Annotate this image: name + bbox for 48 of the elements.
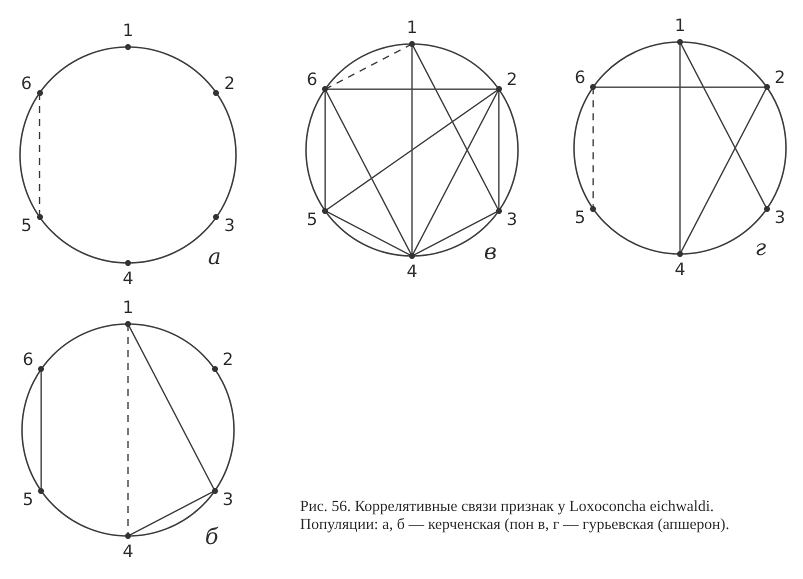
chord-line bbox=[411, 44, 500, 212]
chord-line bbox=[324, 88, 413, 256]
point-number: 5 bbox=[20, 217, 33, 236]
point-number: 4 bbox=[406, 263, 418, 281]
point-number: 6 bbox=[22, 351, 34, 370]
chord-line bbox=[679, 42, 681, 254]
panel-letter: б bbox=[205, 525, 218, 550]
dashed-chord bbox=[127, 324, 129, 536]
point-number: 3 bbox=[222, 490, 234, 509]
chord-line bbox=[593, 86, 767, 88]
point-number: 1 bbox=[674, 17, 686, 35]
chord-line bbox=[324, 89, 326, 211]
chord-line bbox=[40, 369, 42, 491]
chord-line bbox=[324, 88, 500, 212]
point-number: 1 bbox=[122, 22, 134, 40]
point-number: 4 bbox=[674, 261, 686, 279]
chord-line bbox=[411, 88, 500, 256]
dashed-chord bbox=[324, 43, 412, 90]
point-number: 2 bbox=[506, 71, 518, 90]
chord-line bbox=[679, 42, 768, 210]
point-number: 1 bbox=[406, 19, 418, 37]
point-number: 3 bbox=[506, 210, 518, 229]
point-number: 6 bbox=[20, 74, 33, 93]
point-number: 4 bbox=[122, 543, 134, 561]
point-number: 3 bbox=[774, 208, 786, 227]
point-number: 2 bbox=[222, 351, 234, 370]
chord-line bbox=[127, 324, 216, 492]
point-number: 2 bbox=[774, 69, 786, 88]
chord-line bbox=[411, 44, 413, 256]
point-number: 6 bbox=[574, 69, 586, 88]
chord-line bbox=[679, 86, 768, 254]
dashed-chord bbox=[38, 93, 40, 217]
point-number: 2 bbox=[223, 74, 236, 93]
chord-line bbox=[498, 89, 500, 211]
point-number: 6 bbox=[306, 71, 318, 90]
chord-line bbox=[325, 88, 499, 90]
dashed-chord bbox=[592, 87, 594, 209]
panel-letter: г bbox=[755, 236, 766, 261]
panel-letter: а bbox=[208, 245, 222, 270]
chord-line bbox=[128, 490, 216, 537]
panel-letter: в bbox=[484, 240, 497, 265]
point-number: 3 bbox=[223, 217, 236, 236]
figure-caption: Рис. 56. Коррелятивные связи признак у Loxoconcha eichwaldi. Популяции: а, б — керченская (пон в, г — гурьевская (апшерон). bbox=[300, 498, 730, 534]
point-number: 4 bbox=[122, 270, 134, 288]
point-number: 5 bbox=[22, 490, 34, 509]
point-number: 5 bbox=[574, 208, 586, 227]
point-number: 5 bbox=[306, 210, 318, 229]
point-number: 1 bbox=[122, 299, 134, 317]
